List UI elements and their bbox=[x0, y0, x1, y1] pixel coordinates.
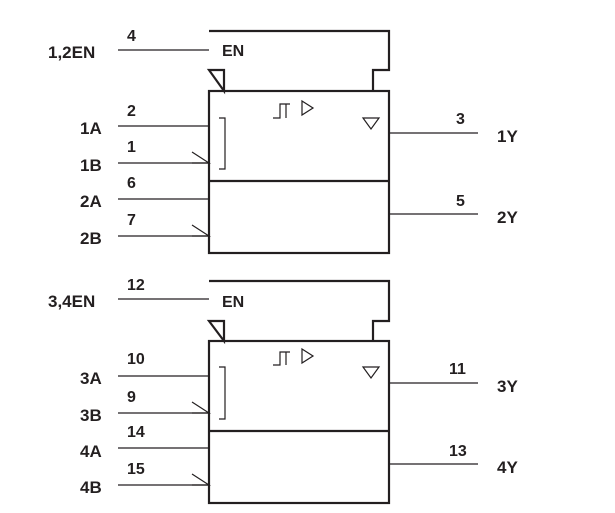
unit-1: EN 1,2EN 4 1A 2 1B 1 2A 6 2B 7 1Y 3 2Y 5 bbox=[48, 28, 518, 255]
input-3A-pin: 10 bbox=[127, 351, 145, 368]
input-4A-pin: 14 bbox=[127, 424, 145, 441]
input-2A-pin: 6 bbox=[127, 175, 136, 192]
input-4A-name: 4A bbox=[80, 442, 102, 461]
inverted-input-icon bbox=[191, 151, 212, 164]
input-4B-pin: 15 bbox=[127, 461, 145, 478]
input-1B-name: 1B bbox=[80, 156, 102, 175]
output-4Y-pin: 13 bbox=[449, 443, 467, 460]
amplifier-icon bbox=[301, 347, 315, 365]
unit-2: EN 3,4EN 12 3A 10 3B 9 4A 14 4B 15 3Y 11… bbox=[48, 277, 518, 505]
enable-block-outline bbox=[206, 29, 391, 95]
output-2Y-name: 2Y bbox=[497, 208, 518, 227]
gate-block-outline bbox=[207, 339, 391, 505]
input-4B-name: 4B bbox=[80, 478, 102, 497]
output-3Y-pin: 11 bbox=[449, 361, 466, 378]
output-3Y-name: 3Y bbox=[497, 377, 518, 396]
open-drain-output-icon bbox=[361, 117, 381, 131]
input-3B-name: 3B bbox=[80, 406, 102, 425]
inverted-input-icon bbox=[191, 401, 212, 414]
input-3B-pin: 9 bbox=[127, 389, 136, 406]
open-drain-output-icon bbox=[361, 366, 381, 380]
input-1A-pin: 2 bbox=[127, 103, 136, 120]
input-3A-name: 3A bbox=[80, 369, 102, 388]
input-bracket bbox=[219, 366, 226, 420]
input-2B-pin: 7 bbox=[127, 212, 136, 229]
hysteresis-icon bbox=[273, 351, 290, 366]
enable-name: 3,4EN bbox=[48, 292, 95, 311]
enable-label: EN bbox=[222, 43, 244, 60]
enable-block-outline bbox=[206, 279, 391, 345]
output-1Y-name: 1Y bbox=[497, 127, 518, 146]
enable-name: 1,2EN bbox=[48, 43, 95, 62]
input-2B-name: 2B bbox=[80, 229, 102, 248]
amplifier-icon bbox=[301, 99, 315, 117]
input-1B-pin: 1 bbox=[127, 139, 136, 156]
enable-pin: 12 bbox=[127, 277, 145, 294]
input-1A-name: 1A bbox=[80, 119, 102, 138]
output-4Y-name: 4Y bbox=[497, 458, 518, 477]
input-bracket bbox=[219, 117, 226, 170]
inverted-input-icon bbox=[191, 473, 212, 486]
hysteresis-icon bbox=[273, 103, 290, 119]
gate-block-outline bbox=[207, 89, 391, 255]
input-2A-name: 2A bbox=[80, 192, 102, 211]
enable-label: EN bbox=[222, 294, 244, 311]
enable-pin: 4 bbox=[127, 28, 136, 45]
output-2Y-pin: 5 bbox=[456, 193, 465, 210]
output-1Y-pin: 3 bbox=[456, 111, 465, 128]
inverted-input-icon bbox=[191, 224, 212, 237]
